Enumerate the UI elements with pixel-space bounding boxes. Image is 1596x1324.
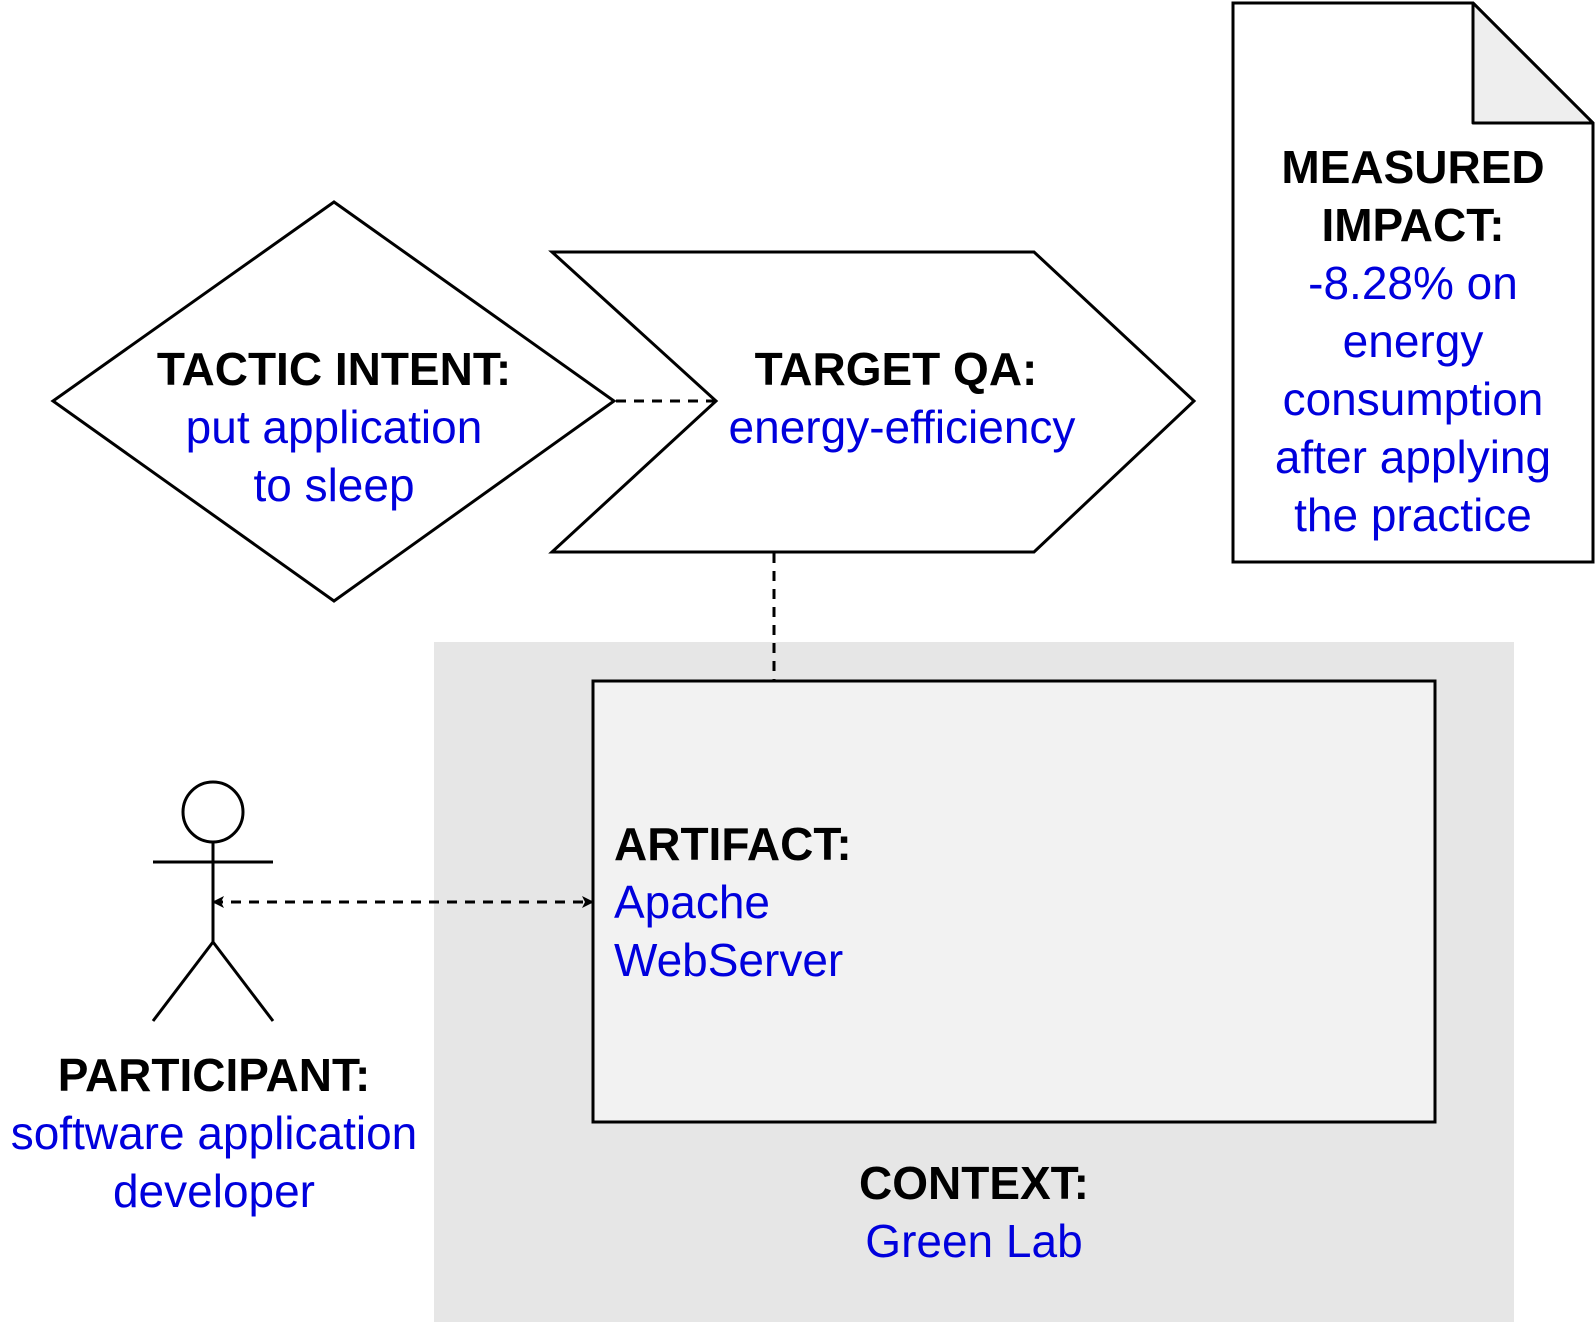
impact-label: MEASURED IMPACT: -8.28% on energy consum… bbox=[1253, 138, 1573, 544]
artifact-value: Apache WebServer bbox=[614, 876, 844, 986]
target-qa-heading: TARGET QA: bbox=[754, 343, 1038, 395]
target-qa-value: energy-efficiency bbox=[728, 401, 1076, 453]
artifact-box bbox=[591, 679, 1437, 1124]
artifact-label: ARTIFACT: Apache WebServer bbox=[614, 815, 914, 989]
target-qa-label: TARGET QA: energy-efficiency bbox=[700, 340, 1100, 456]
target-qa-chevron bbox=[548, 250, 1197, 554]
participant-label: PARTICIPANT: software application develo… bbox=[0, 1046, 428, 1220]
tactic-diamond bbox=[50, 200, 617, 603]
impact-heading: MEASURED IMPACT: bbox=[1281, 141, 1545, 251]
participant-figure-icon bbox=[151, 780, 275, 1022]
context-label: CONTEXT: Green Lab bbox=[774, 1154, 1174, 1270]
participant-heading: PARTICIPANT: bbox=[57, 1049, 371, 1101]
tactic-heading: TACTIC INTENT: bbox=[156, 343, 512, 395]
document-fold bbox=[1471, 1, 1595, 125]
artifact-heading: ARTIFACT: bbox=[614, 818, 852, 870]
context-value: Green Lab bbox=[865, 1215, 1083, 1267]
participant-value: software application developer bbox=[10, 1107, 418, 1217]
tactic-value: put application to sleep bbox=[185, 401, 483, 511]
tactic-label: TACTIC INTENT: put application to sleep bbox=[84, 340, 584, 514]
impact-value: -8.28% on energy consumption after apply… bbox=[1274, 257, 1552, 541]
context-heading: CONTEXT: bbox=[859, 1157, 1089, 1209]
impact-document bbox=[1231, 1, 1595, 564]
